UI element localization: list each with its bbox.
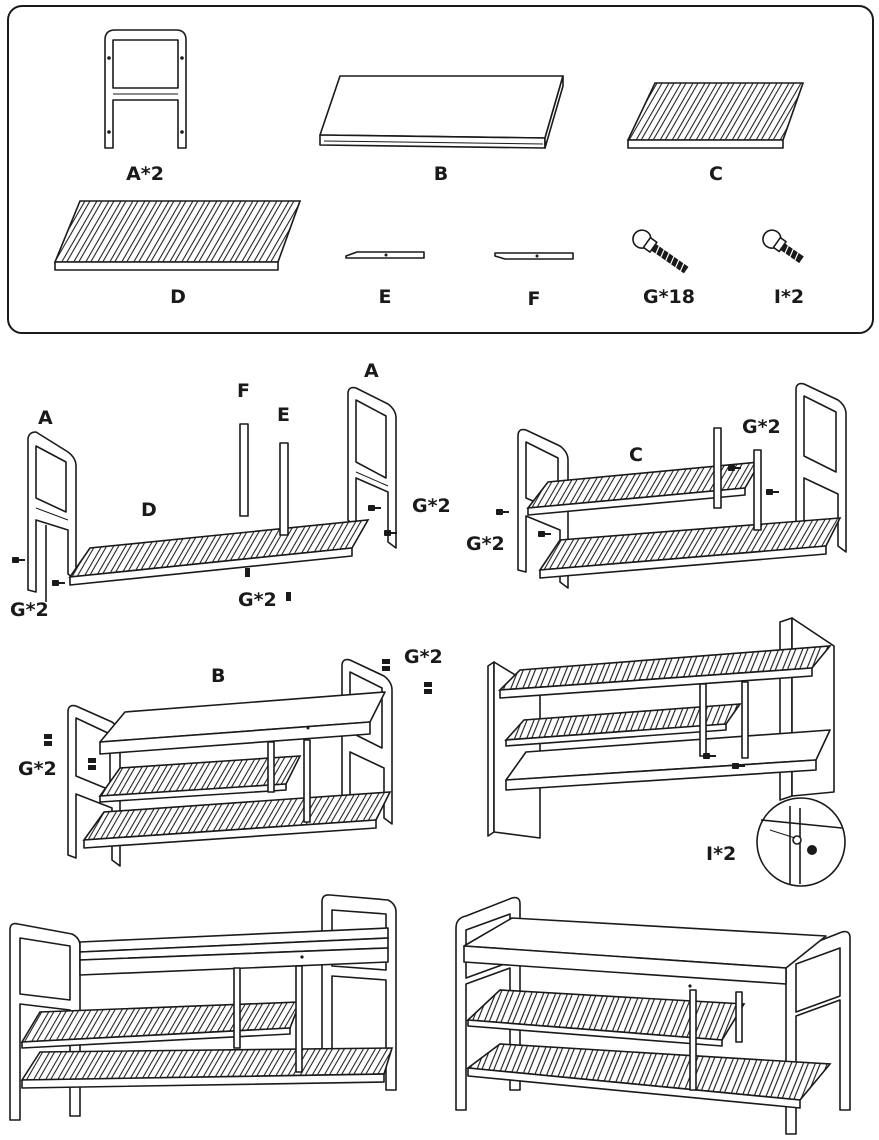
step1-label-e: E	[277, 404, 290, 426]
part-e-label: E	[379, 286, 392, 308]
step2-label-g-top: G*2	[742, 416, 781, 438]
step-4-drawing	[487, 617, 835, 839]
final-view-right	[455, 896, 851, 1135]
step-4-zoom-detail	[756, 797, 846, 887]
part-b-label: B	[434, 163, 448, 185]
part-g-drawing	[632, 229, 689, 274]
part-e-drawing	[345, 251, 425, 259]
part-a-drawing	[104, 29, 187, 149]
step1-label-g-bottom: G*2	[238, 589, 277, 611]
part-b-drawing	[319, 75, 564, 149]
part-f-drawing	[494, 252, 574, 260]
step1-label-f: F	[237, 380, 250, 402]
step3-label-b: B	[211, 665, 225, 687]
step-3-drawing	[44, 658, 432, 867]
part-d-drawing	[53, 200, 302, 271]
step1-label-g-right: G*2	[412, 495, 451, 517]
final-view-left	[9, 894, 397, 1121]
part-i-label: I*2	[774, 286, 804, 308]
part-d-label: D	[170, 286, 186, 308]
part-c-label: C	[709, 163, 723, 185]
step1-label-g-left: G*2	[10, 599, 49, 621]
step1-label-a-left: A	[38, 407, 53, 429]
step-2-drawing	[495, 382, 847, 589]
step2-label-g-left: G*2	[466, 533, 505, 555]
step1-label-d: D	[141, 499, 157, 521]
step3-label-g-right: G*2	[404, 646, 443, 668]
step2-label-c: C	[629, 444, 643, 466]
part-f-label: F	[528, 288, 541, 310]
step1-label-a-right: A	[364, 360, 379, 382]
step3-label-g-left: G*2	[18, 758, 57, 780]
step4-label-i: I*2	[706, 843, 736, 865]
part-a-label: A*2	[126, 163, 164, 185]
part-i-drawing	[762, 229, 804, 264]
step-1-drawing	[11, 386, 398, 602]
part-g-label: G*18	[643, 286, 695, 308]
part-c-drawing	[626, 82, 805, 149]
